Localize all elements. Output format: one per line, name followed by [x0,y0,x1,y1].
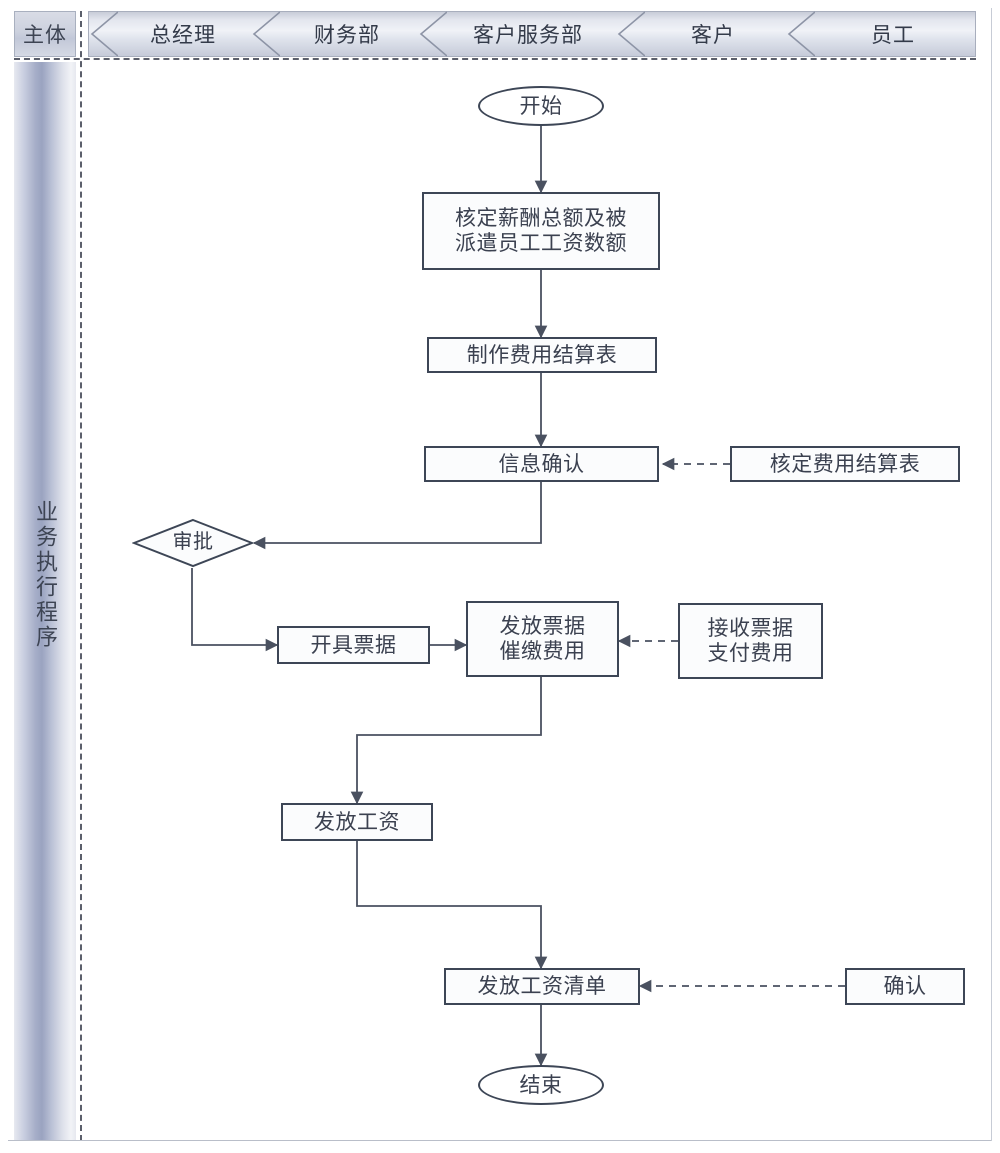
lane-chevron-3-icon [615,11,645,57]
node-verify-settlement-sheet-label: 核定费用结算表 [769,451,921,476]
lane-chevron-2-icon [417,11,447,57]
node-make-settlement-sheet-label: 制作费用结算表 [466,342,618,367]
node-issue-and-collect-line2: 催缴费用 [499,639,586,663]
node-pay-salary[interactable]: 发放工资 [281,803,433,841]
node-confirm[interactable]: 确认 [845,968,965,1005]
edge-n3-d1 [252,482,542,550]
lane-header-customer[interactable]: 客户 [691,23,735,47]
node-receive-and-pay[interactable]: 接收票据 支付费用 [678,603,823,679]
node-issue-invoice-label: 开具票据 [310,632,397,657]
horizontal-dashed-divider [14,58,976,60]
process-band-label: 业务执行程序 [33,500,58,650]
lane-header-employee[interactable]: 员工 [871,23,915,47]
process-band [14,62,76,1140]
node-receive-and-pay-line1: 接收票据 [707,616,794,641]
node-determine-payroll-line1: 核定薪酬总额及被 [455,206,627,231]
node-approval-decision[interactable]: 审批 [132,518,254,568]
node-start[interactable]: 开始 [478,86,604,126]
node-info-confirm[interactable]: 信息确认 [424,446,659,482]
frame-right-border [991,8,992,1141]
node-receive-and-pay-line2: 支付费用 [707,641,794,665]
node-info-confirm-label: 信息确认 [498,451,585,476]
node-determine-payroll-line2: 派遣员工工资数额 [455,231,627,255]
node-approval-decision-label: 审批 [172,531,214,554]
node-salary-list-label: 发放工资清单 [477,974,607,999]
lane-header-gm[interactable]: 总经理 [150,23,216,47]
swimlane-bar [88,11,976,57]
edge-d1-n5 [191,568,279,652]
node-confirm-label: 确认 [883,974,927,999]
node-end[interactable]: 结束 [478,1065,604,1105]
node-make-settlement-sheet[interactable]: 制作费用结算表 [427,337,657,373]
node-salary-list[interactable]: 发放工资清单 [444,968,640,1005]
node-end-label: 结束 [519,1072,563,1097]
lane-chevron-start-icon [88,11,118,57]
node-issue-invoice[interactable]: 开具票据 [277,626,430,664]
node-issue-and-collect-line1: 发放票据 [499,614,586,639]
lane-header-service[interactable]: 客户服务部 [473,23,583,47]
node-determine-payroll[interactable]: 核定薪酬总额及被 派遣员工工资数额 [422,192,660,270]
node-issue-and-collect[interactable]: 发放票据 催缴费用 [466,601,619,677]
frame-bottom-border [8,1140,992,1141]
subject-header-cell: 主体 [14,11,76,57]
diamond-icon [132,518,254,568]
edge-n8-n9 [356,841,548,970]
subject-header-label: 主体 [23,23,67,47]
node-pay-salary-label: 发放工资 [314,809,400,834]
node-verify-settlement-sheet[interactable]: 核定费用结算表 [730,446,960,482]
lane-chevron-4-icon [785,11,815,57]
edge-n6-n8 [350,677,542,805]
vertical-dashed-divider [80,11,82,1141]
lane-header-finance[interactable]: 财务部 [314,23,380,47]
lane-chevron-1-icon [250,11,280,57]
node-start-label: 开始 [519,93,563,118]
